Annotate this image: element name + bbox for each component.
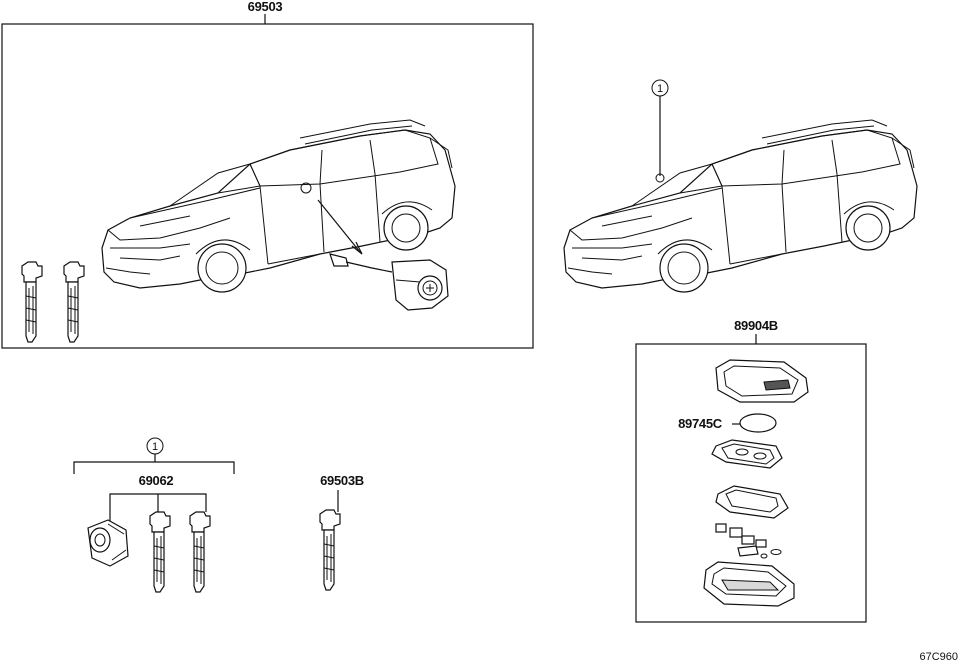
callout-number-top: 1: [657, 83, 663, 95]
key-top-case: [715, 359, 809, 403]
part-label-door-lock-set[interactable]: 69503: [248, 0, 283, 14]
door-handle-marker: [300, 182, 312, 194]
part-label-key-blank[interactable]: 69503B: [320, 473, 364, 488]
small-components: [715, 523, 782, 559]
callout-target-marker: [655, 173, 665, 183]
part-label-battery[interactable]: 89745C: [678, 416, 723, 431]
set-key-blade-2: [189, 511, 211, 593]
leader-arrowhead: [351, 241, 363, 255]
set-key-blade-1: [149, 511, 171, 593]
lock-cylinder: [87, 519, 129, 567]
door-lock-set-frame: [1, 23, 534, 349]
key-bottom-case: [703, 561, 795, 607]
part-label-cylinder-key-set[interactable]: 69062: [139, 473, 174, 488]
key-blade-2: [63, 261, 85, 343]
part-label-smart-key[interactable]: 89904B: [734, 318, 778, 333]
diagram-code: 67C960: [919, 651, 958, 663]
inner-frame: [715, 485, 789, 519]
door-cylinder-leader: [317, 199, 361, 253]
smart-key-group: 89904B 89745C: [635, 318, 867, 623]
door-lock-set-group: 69503: [1, 0, 534, 349]
smart-key-frame: [635, 343, 867, 623]
set-bracket: [73, 461, 235, 474]
key-blade-1: [21, 261, 43, 343]
vehicle-right-group: 1: [563, 79, 918, 293]
vehicle-illustration-right: [563, 119, 918, 293]
cylinder-key-set-group: 1 69062: [73, 437, 235, 593]
door-lock-cylinder: [329, 253, 449, 311]
key-blank: [319, 509, 341, 591]
callout-number-bottom: 1: [152, 441, 158, 453]
circuit-board: [711, 439, 783, 469]
coin-battery: [739, 413, 777, 433]
key-blank-group: 69503B: [319, 473, 364, 591]
set-tree-lines: [109, 493, 207, 525]
